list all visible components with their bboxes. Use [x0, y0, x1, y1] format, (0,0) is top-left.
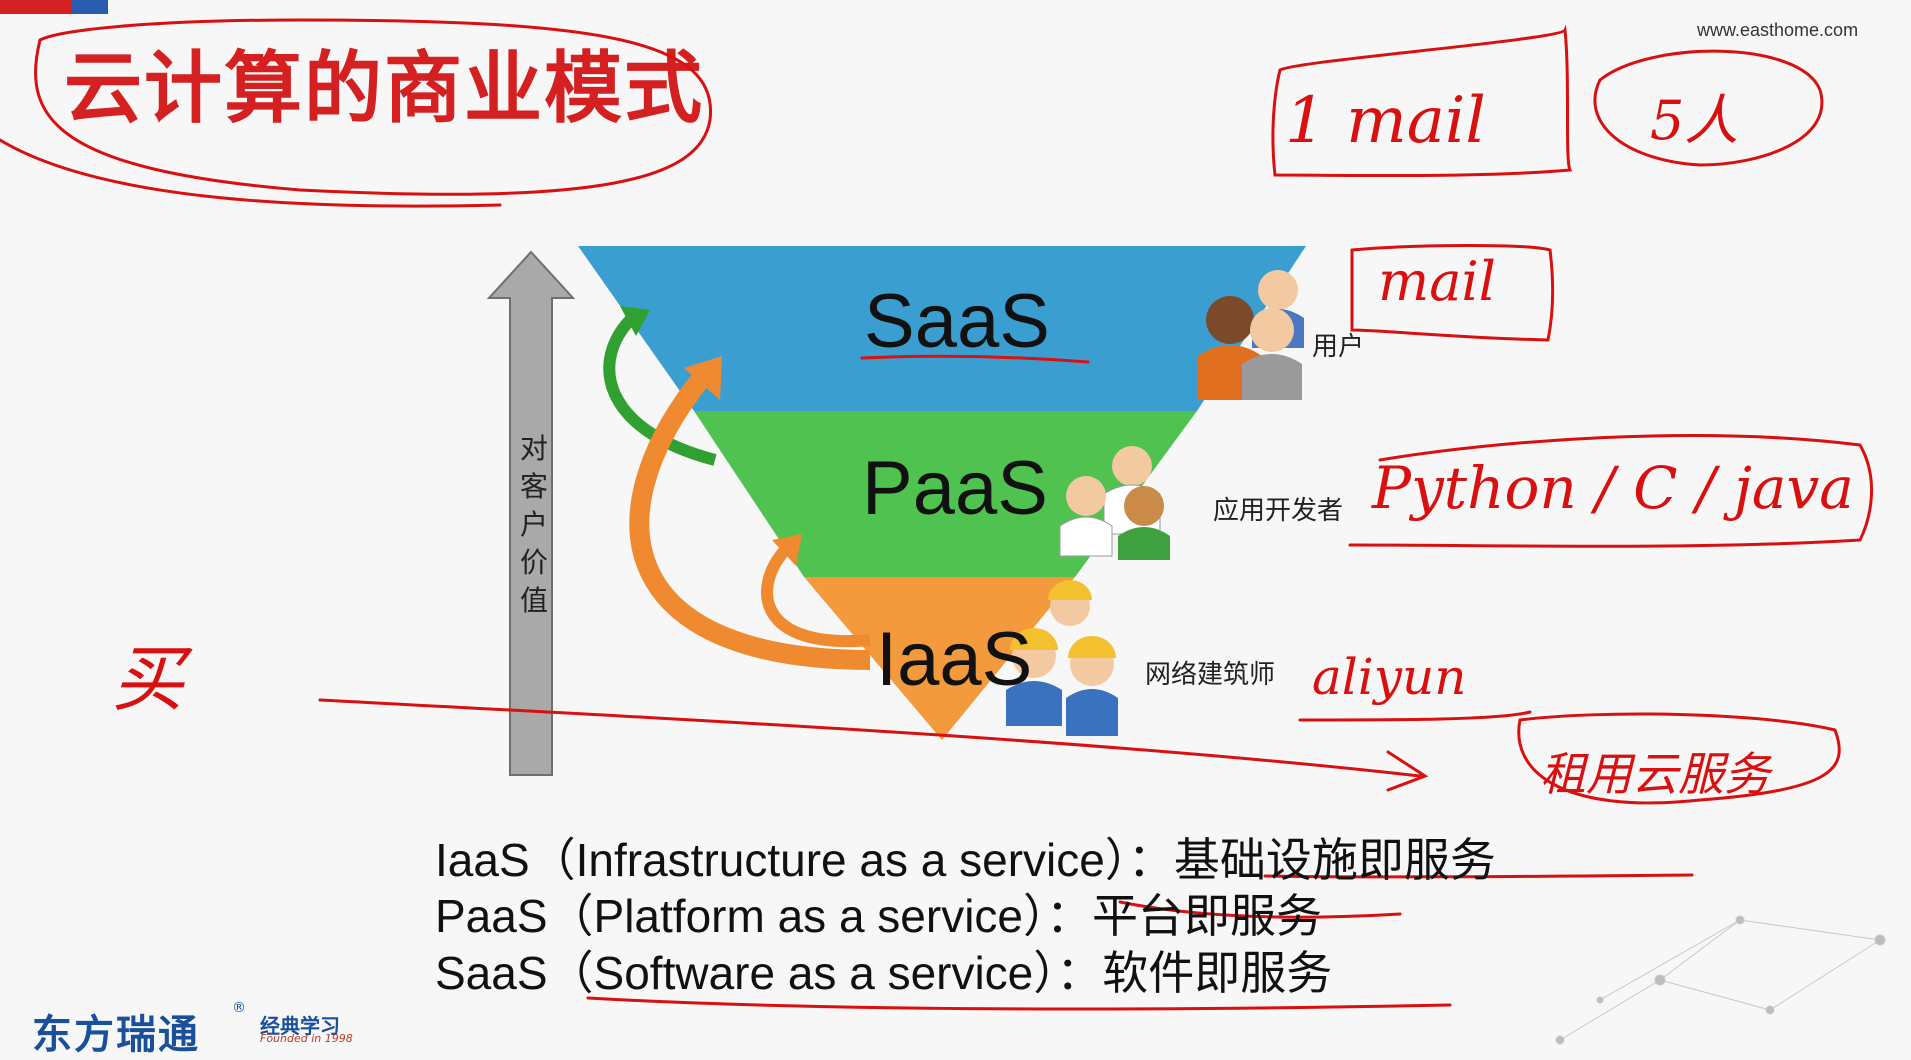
iaas-layer	[804, 577, 1075, 740]
handwritten-note-rent: 租用云服务	[1540, 747, 1770, 801]
corner-accent-blue	[72, 0, 108, 14]
handwritten-note-1mail: 1 mail	[1285, 84, 1486, 158]
handwritten-ink-strokes	[0, 18, 1873, 1011]
role-developers-label: 应用开发者	[1213, 496, 1344, 526]
customer-value-label: 对 客 户 价 值	[519, 432, 548, 617]
paas-label: PaaS	[862, 446, 1048, 531]
decorative-network-pattern	[1555, 915, 1886, 1045]
corner-accent-red	[0, 0, 72, 14]
handwritten-note-mail: mail	[1378, 250, 1496, 313]
definition-paas: PaaS（Platform as a service）：平台即服务	[435, 890, 1323, 942]
customer-value-arrow	[486, 250, 576, 776]
green-curve-arrow	[603, 313, 717, 466]
registered-mark: ®	[232, 1000, 246, 1016]
definition-iaas: IaaS（Infrastructure as a service）：基础设施即服…	[435, 834, 1496, 886]
sub-brand-name: 经典学习	[260, 1014, 340, 1038]
orange-curve-arrow-long	[629, 373, 871, 670]
handwritten-note-languages: Python / C / java	[1372, 454, 1854, 522]
definition-saas: SaaS（Software as a service）：软件即服务	[435, 947, 1333, 999]
iaas-label: IaaS	[876, 617, 1033, 702]
handwritten-note-buy: 买	[112, 637, 185, 721]
role-users-label: 用户	[1312, 332, 1365, 362]
green-arrowhead	[620, 306, 650, 336]
founded-text: Founded in 1998	[260, 1032, 353, 1045]
users-people-icon	[1198, 270, 1304, 400]
saas-layer	[578, 246, 1306, 411]
architects-people-icon	[1006, 580, 1118, 736]
slide-title: 云计算的商业模式	[64, 44, 705, 134]
saas-label: SaaS	[864, 279, 1050, 364]
orange-arrowhead-long	[684, 356, 722, 400]
company-logo: 东方瑞通	[32, 1012, 200, 1058]
orange-arrowhead-short	[772, 534, 802, 566]
site-url: www.easthome.com	[1697, 20, 1859, 40]
developers-people-icon	[1059, 446, 1170, 560]
role-architects-label: 网络建筑师	[1145, 660, 1276, 690]
handwritten-note-count: 5人	[1650, 89, 1739, 152]
sub-brand-logo: 经典学习 Founded in 1998	[260, 1010, 360, 1045]
orange-curve-arrow-short	[761, 546, 871, 648]
corner-accent-bar	[0, 0, 108, 14]
handwritten-note-aliyun: aliyun	[1312, 648, 1467, 706]
